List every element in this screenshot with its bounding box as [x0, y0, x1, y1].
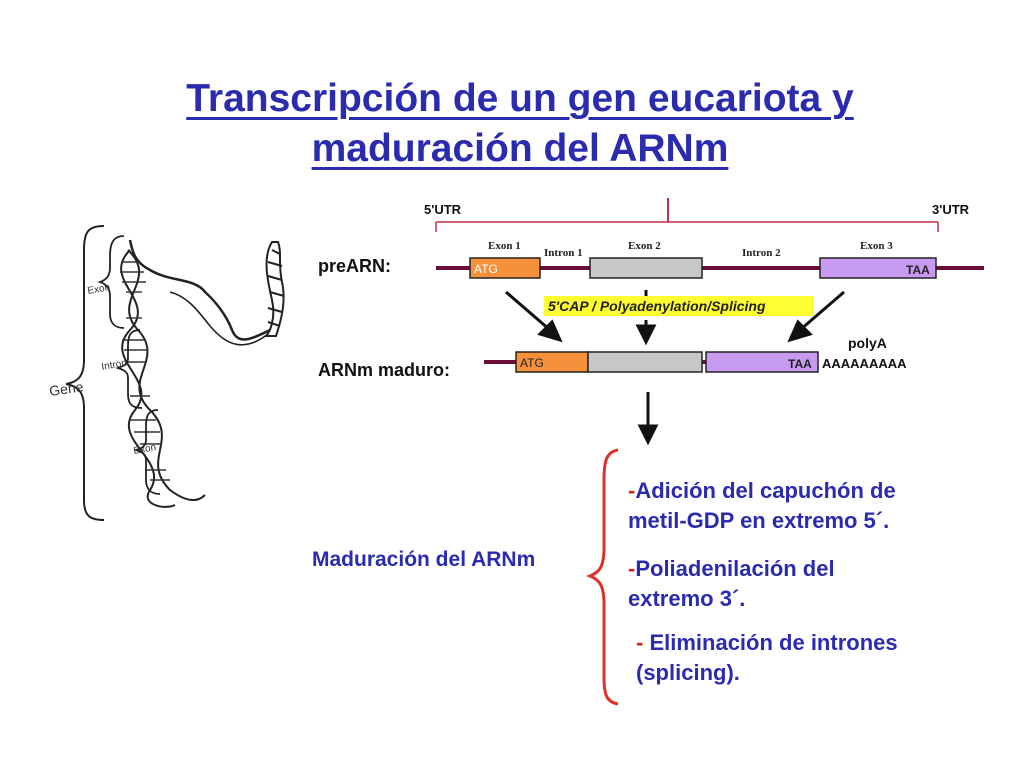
exon-top-label: Exon	[87, 282, 111, 297]
exon3-label: Exon 3	[860, 240, 893, 252]
prearn-taa: TAA	[906, 263, 930, 277]
intron-brace-icon	[115, 329, 143, 409]
maturation-heading: Maduración del ARNm	[312, 548, 536, 571]
exon1-label: Exon 1	[488, 240, 521, 252]
step3-line1: Eliminación de intrones	[649, 630, 898, 655]
maturation-step-2: -Poliadenilación del extremo 3´.	[628, 554, 835, 614]
utr3-label: 3'UTR	[932, 202, 970, 217]
title-line-2: maduración del ARNm	[311, 127, 729, 170]
mature-atg: ATG	[520, 356, 544, 370]
step3-dash: -	[636, 630, 650, 655]
chromosome-icon	[263, 241, 285, 337]
exon3-block	[819, 257, 937, 279]
step1-line1: Adición del capuchón de	[635, 478, 896, 503]
exon-brace-top-icon	[97, 235, 125, 329]
gene-brace-icon	[65, 225, 105, 521]
mature-exon2-block	[587, 351, 703, 373]
processing-label: 5'CAP / Polyadenylation/Splicing	[548, 298, 766, 314]
utr-markers	[435, 198, 939, 232]
polya-tail: AAAAAAAAA	[822, 356, 907, 371]
exon2-label: Exon 2	[628, 240, 661, 252]
step2-dash: -	[628, 556, 636, 581]
dna-coil-path-2	[169, 291, 269, 346]
step1-dash: -	[628, 478, 636, 503]
processing-highlight	[544, 296, 814, 316]
intron2-label: Intron 2	[742, 247, 781, 259]
mature-exon3-block	[705, 351, 819, 373]
maturation-step-3: - Eliminación de intrones (splicing).	[636, 628, 898, 688]
exon1-block	[469, 257, 541, 279]
mature-taa: TAA	[788, 357, 812, 371]
intron-label: Intron	[101, 358, 128, 373]
exon2-block	[589, 257, 703, 279]
polya-label: polyA	[848, 335, 887, 351]
prearn-label: preARN:	[318, 256, 392, 276]
utr5-label: 5'UTR	[424, 202, 462, 217]
maturation-step-1: -Adición del capuchón de metil-GDP en ex…	[628, 476, 896, 536]
page-title: Transcripción de un gen eucariota y madu…	[120, 74, 920, 174]
mature-label: ARNm maduro:	[318, 360, 451, 380]
dna-rungs	[120, 261, 170, 481]
step1-line2: metil-GDP en extremo 5´.	[628, 508, 890, 533]
step2-line2: extremo 3´.	[628, 586, 746, 611]
exon-brace-bottom-icon	[133, 409, 161, 495]
dna-coil-path	[128, 239, 271, 341]
prearn-atg: ATG	[474, 262, 498, 276]
step2-line1: Poliadenilación del	[635, 556, 835, 581]
title-line-1: Transcripción de un gen eucariota y	[186, 77, 854, 120]
exon-bottom-label: Exon	[133, 442, 157, 457]
step3-line2: (splicing).	[636, 660, 740, 685]
intron1-label: Intron 1	[544, 247, 583, 259]
gene-label: Gene	[48, 378, 84, 399]
maturation-brace-icon	[585, 448, 619, 706]
dna-helix-icon	[120, 249, 206, 508]
